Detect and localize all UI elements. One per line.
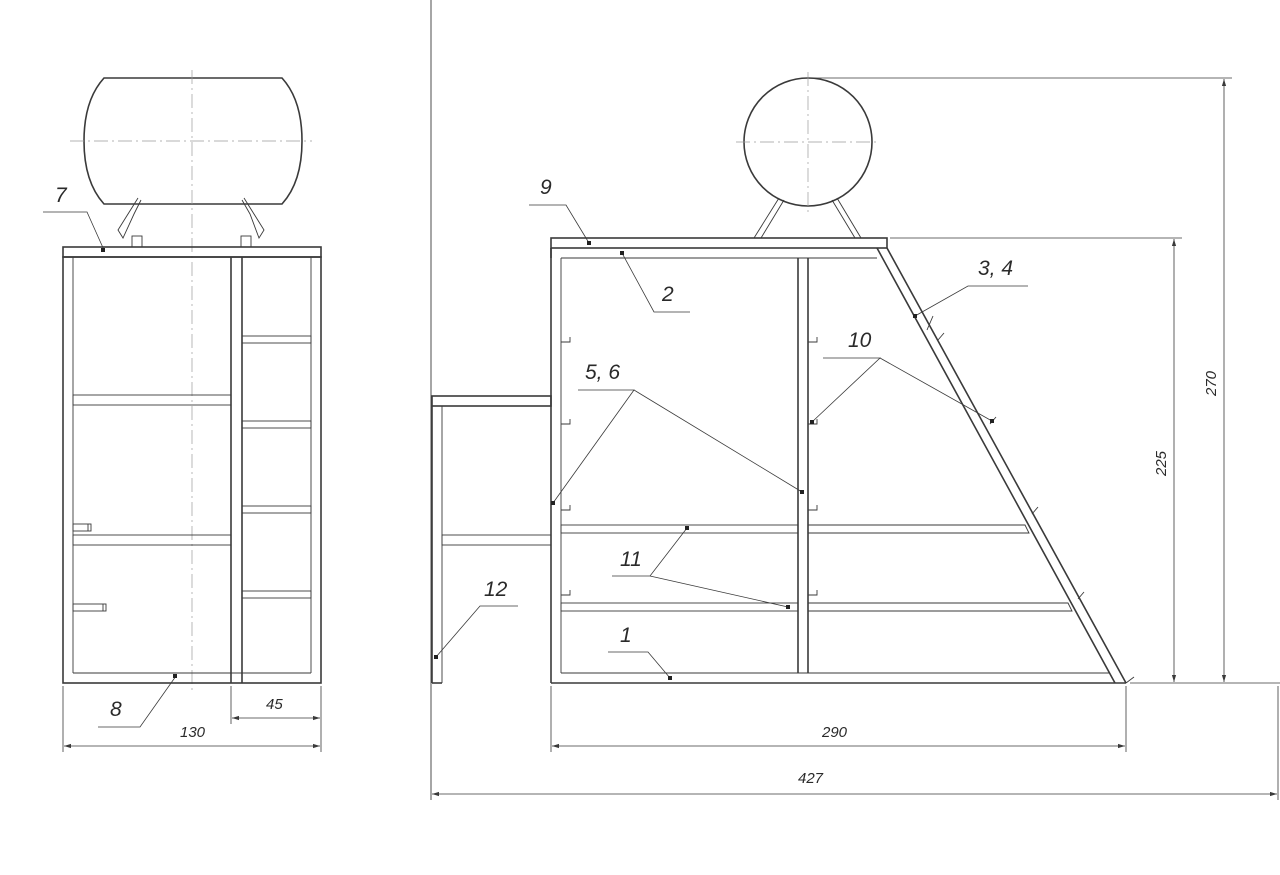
callout-7: 7 [43,184,105,252]
front-rung [241,420,312,429]
dim-270-text: 270 [1203,370,1220,397]
side-shelf [807,602,1073,612]
part-label-11: 11 [620,548,642,571]
front-tank [83,77,303,205]
callout-2: 2 [620,251,690,313]
callout-3-4: 3, 4 [913,257,1028,318]
part-label-7: 7 [55,184,68,207]
front-tank-cradle [117,197,265,248]
side-shelf [560,524,799,534]
front-view [62,70,322,690]
dim-front-width: 130 [62,686,322,752]
side-ladder-steps [926,315,1135,684]
callout-12: 12 [434,578,518,659]
dim-225-text: 225 [1153,450,1170,477]
part-label-8: 8 [110,698,122,721]
dim-overall-length: 427 [432,686,1279,800]
dim-side-base-length: 290 [550,686,1127,752]
part-label-10: 10 [848,329,872,352]
side-tank-legs [753,197,862,239]
callout-9: 9 [529,176,591,245]
part-label-3-4: 3, 4 [978,257,1013,280]
front-shelf [72,534,232,546]
dim-130-text: 130 [180,724,206,741]
part-label-1: 1 [620,624,632,647]
dim-290-text: 290 [821,724,848,741]
dim-front-side-width: 45 [230,686,320,724]
side-brackets [561,337,818,596]
part-label-12: 12 [484,578,508,601]
callout-10: 10 [810,329,994,424]
callout-11: 11 [612,526,790,609]
dim-45-text: 45 [266,696,283,713]
side-extension-frame [431,395,552,684]
part-label-9: 9 [540,176,552,199]
callout-8: 8 [98,674,177,728]
side-shelf [807,524,1030,534]
front-frame-outer [62,256,322,684]
side-top-plate [550,237,888,249]
callout-1: 1 [608,624,672,680]
front-rung [241,590,312,599]
front-shelf [72,394,232,406]
part-label-2: 2 [661,283,674,306]
side-shelf [560,602,799,612]
side-view [430,0,1135,800]
dim-427-text: 427 [798,770,824,787]
front-rung [241,335,312,344]
part-label-5-6: 5, 6 [585,361,620,384]
dim-overall-height: 270 [810,77,1232,682]
front-rung [241,505,312,514]
dim-frame-height: 225 [890,237,1280,684]
callout-5-6: 5, 6 [551,361,804,505]
